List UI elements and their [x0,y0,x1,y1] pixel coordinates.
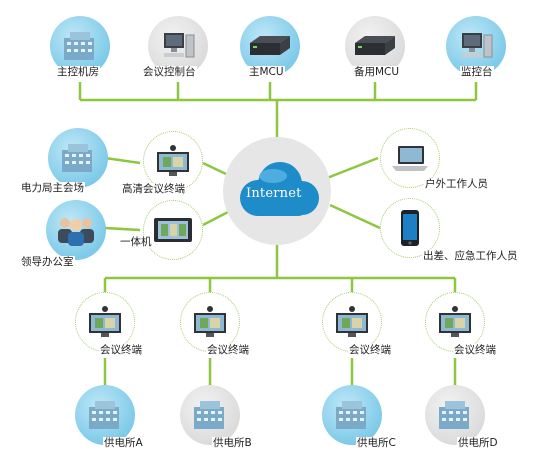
node-label: 供电所C [356,437,397,449]
building-icon [322,385,382,445]
video-terminal-icon [143,131,203,191]
video-terminal-icon [180,292,240,352]
tablet-icon [143,200,203,260]
building-icon [425,385,485,445]
node-label: 会议终端 [348,344,392,356]
node-label: 备用MCU [353,66,401,78]
node-label: 供电所D [457,437,499,449]
node-label: 会议控制台 [142,66,197,78]
node-label: 会议终端 [99,344,143,356]
node-label: 高清会议终端 [121,183,186,195]
node-label: 领导办公室 [20,256,75,268]
node-label: 主控机房 [56,66,100,78]
node-label: 会议终端 [206,344,250,356]
node-label: 户外工作人员 [424,178,489,190]
node-label: 监控台 [460,66,494,78]
cloud-icon [223,137,331,245]
node-label: 会议终端 [453,344,497,356]
video-terminal-icon [75,292,135,352]
node-label: 电力局主会场 [20,182,85,194]
internet-cloud: Internet [218,136,336,246]
node-label: 供电所A [103,437,144,449]
phone-icon [380,198,440,258]
video-terminal-icon [322,292,382,352]
cloud-label: Internet [246,186,302,201]
node-label: 供电所B [212,437,253,449]
node-label: 出差、应急工作人员 [422,250,519,262]
people-icon [46,200,106,260]
building-icon [48,128,108,188]
node-label: 一体机 [119,236,153,248]
building-icon [75,385,135,445]
node-label: 主MCU [248,66,285,78]
video-terminal-icon [425,292,485,352]
building-icon [180,385,240,445]
